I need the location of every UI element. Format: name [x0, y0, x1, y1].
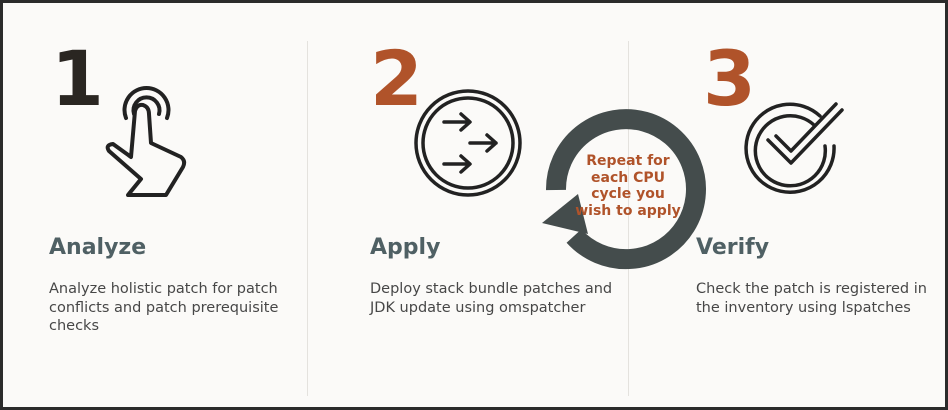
step-3-description: Check the patch is registered in the inv…	[696, 281, 927, 316]
step-2-title: Apply	[370, 235, 441, 260]
cycle-arrow-icon	[542, 109, 706, 270]
divider	[307, 41, 308, 396]
divider	[628, 41, 629, 396]
step-3-number: 3	[703, 34, 756, 123]
step-2-description: Deploy stack bundle patches and JDK upda…	[370, 281, 613, 316]
step-1-title: Analyze	[49, 235, 147, 260]
step-1-number: 1	[51, 34, 104, 123]
step-2-number: 2	[370, 34, 423, 123]
arrows-circle-icon	[414, 89, 522, 197]
step-1-description: Analyze holistic patch for patch conflic…	[49, 281, 279, 334]
tap-hand-icon	[105, 86, 187, 197]
cycle-label: Repeat for each CPU cycle you wish to ap…	[575, 153, 681, 219]
check-circle-icon	[744, 102, 844, 194]
step-3-title: Verify	[696, 235, 770, 260]
